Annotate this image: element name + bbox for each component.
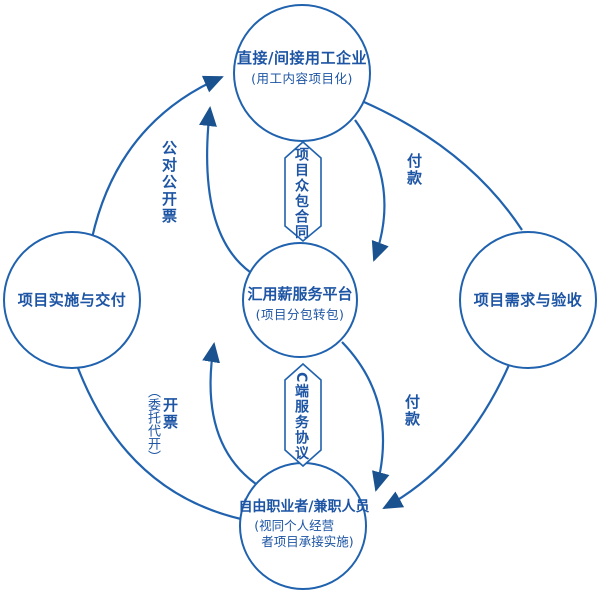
edge-label-invoice: 开票 <box>161 397 179 431</box>
edge-company-to-platform-payment <box>354 119 389 262</box>
node-freelancer-subtitle-line1: (视同个人经营 <box>254 518 335 534</box>
node-freelancer-label: 自由职业者/兼职人员 (视同个人经营 者项目承接实施) <box>222 498 386 552</box>
edge-freelancer-to-platform-invoice <box>202 342 257 485</box>
node-company-title: 直接/间接用工企业 <box>237 49 367 67</box>
node-platform-label: 汇用薪服务平台 (项目分包转包) <box>225 285 375 323</box>
edge-label-payment-lower: 付款 <box>403 394 421 428</box>
edge-platform-to-freelancer-payment <box>341 341 390 492</box>
edge-label-invoice-group: （委托代开） 开票 <box>145 385 179 463</box>
node-company-circle <box>233 4 371 142</box>
edge-top-to-right <box>363 100 523 231</box>
node-delivery-title: 项目实施与交付 <box>17 291 127 309</box>
banner-contract-label: 项目众包合同 <box>293 147 309 240</box>
node-company-subtitle: (用工内容项目化) <box>251 70 353 86</box>
node-freelancer-title: 自由职业者/兼职人员 <box>238 499 370 515</box>
node-delivery-label: 项目实施与交付 <box>2 291 142 311</box>
node-demand-label: 项目需求与验收 <box>453 291 600 311</box>
node-freelancer-subtitle: (视同个人经营 者项目承接实施) <box>254 518 353 551</box>
node-freelancer-subtitle-line2: 者项目承接实施) <box>261 534 354 550</box>
edge-label-payment-upper: 付款 <box>405 153 423 187</box>
node-delivery-circle <box>3 231 141 369</box>
edge-label-corp-invoice: 公对公开票 <box>160 140 178 225</box>
node-platform-circle <box>242 242 358 358</box>
edge-left-to-top <box>90 75 224 239</box>
edge-right-to-bottom <box>382 357 514 509</box>
node-company-label: 直接/间接用工企业 (用工内容项目化) <box>222 49 382 87</box>
edge-bottom-to-left <box>76 367 242 521</box>
edge-platform-to-company-invoice <box>199 106 251 273</box>
banner-agreement-label: C端服务协议 <box>293 372 309 462</box>
node-platform-title: 汇用薪服务平台 <box>247 285 353 303</box>
node-platform-subtitle: (项目分包转包) <box>255 306 345 322</box>
node-demand-title: 项目需求与验收 <box>473 291 583 309</box>
banner-agreement-shape <box>284 362 322 468</box>
node-demand-circle <box>459 231 597 369</box>
edge-label-invoice-note: （委托代开） <box>145 385 160 463</box>
banner-contract-shape <box>284 140 322 243</box>
